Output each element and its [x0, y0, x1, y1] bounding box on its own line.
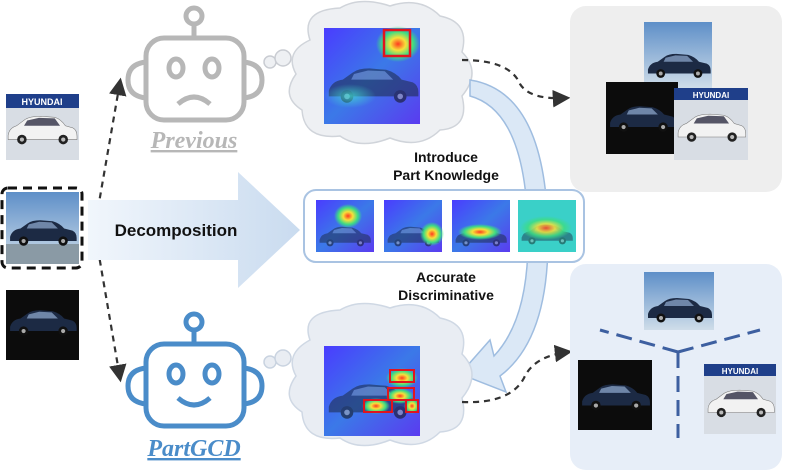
decomposition-label: Decomposition	[115, 221, 238, 240]
dashed-arrow-to-previous	[94, 77, 127, 221]
previous-result-image-sedan	[606, 82, 678, 154]
hyundai-sign-text: HYUNDAI	[21, 97, 62, 107]
previous-highlight-box	[382, 28, 412, 58]
part-box-3	[363, 399, 393, 413]
accurate-label-line1: Accurate	[416, 269, 476, 285]
dashed-arrow-to-partgcd	[94, 237, 127, 383]
partgcd-attention-map	[324, 346, 420, 436]
input-image-dark-car-selected	[6, 192, 79, 264]
part-map-3	[452, 200, 510, 252]
partgcd-result-image-white-suv: HYUNDAI	[704, 364, 776, 434]
part-map-4	[518, 200, 576, 252]
accurate-label-line2: Discriminative	[398, 287, 494, 303]
part-box-4	[405, 399, 419, 413]
input-image-dark-sedan	[6, 290, 79, 360]
decomposition-arrow	[88, 172, 300, 288]
previous-thought-bubbles	[263, 49, 292, 69]
previous-robot-icon	[125, 5, 265, 123]
input-image-white-suv: HYUNDAI	[6, 94, 79, 160]
previous-label: Previous	[150, 128, 238, 154]
part-box-1	[389, 369, 415, 383]
previous-attention-map	[324, 26, 420, 124]
dashed-arrow-partgcd-to-panel	[461, 344, 573, 404]
part-map-1	[316, 200, 374, 252]
partgcd-result-image-dark-car	[644, 272, 714, 330]
introduce-label-line1: Introduce	[414, 149, 478, 165]
partgcd-result-image-sedan	[578, 360, 652, 430]
previous-result-image-dark-car	[644, 22, 712, 88]
curved-feedback-arrow	[458, 79, 549, 394]
partgcd-label: PartGCD	[146, 436, 240, 462]
partgcd-robot-icon	[125, 311, 265, 429]
part-map-2	[384, 200, 444, 252]
selection-dashed-box	[0, 186, 84, 270]
part-box-2	[387, 387, 415, 401]
hyundai-sign-text: HYUNDAI	[722, 367, 758, 376]
cluster-divider	[599, 328, 761, 438]
dashed-arrow-previous-to-panel	[461, 58, 571, 108]
hyundai-sign-text: HYUNDAI	[693, 91, 729, 100]
previous-result-image-white-suv: HYUNDAI	[674, 88, 748, 160]
introduce-label-line2: Part Knowledge	[393, 167, 499, 183]
partgcd-thought-bubbles	[263, 349, 292, 369]
